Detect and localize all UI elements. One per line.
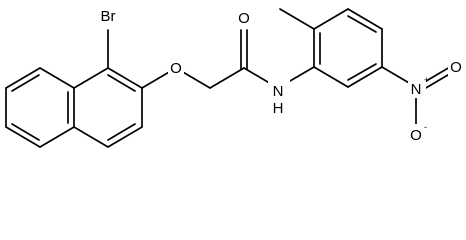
bond-naph-inner-2	[11, 123, 40, 141]
bond-naph-inner-5	[107, 123, 136, 141]
bond-naph-8	[107, 67, 143, 89]
bond-naph-inner-1	[11, 74, 40, 92]
bond-benz-6	[313, 66, 349, 88]
atom-o-ether-bg	[168, 57, 184, 77]
atom-o-ether: O	[170, 60, 182, 77]
atom-o-carbonyl-bg	[236, 8, 252, 28]
bond-naph-1	[5, 67, 41, 89]
atom-o-nitro-top: O	[450, 59, 462, 76]
atom-o-nitro-bottom: O	[410, 127, 422, 144]
bond-benz-5	[347, 66, 383, 88]
bond-naph-7	[73, 67, 109, 89]
atom-n-nitro-bg	[408, 78, 426, 98]
bond-naph-6	[39, 67, 75, 89]
bond-naph-4	[39, 126, 75, 148]
bond-naph-10	[107, 126, 143, 148]
atom-labels: Br O O N H N + O O -	[96, 6, 464, 144]
atom-o-nitro-top-bg	[448, 56, 464, 76]
atom-o-nitro-bottom-bg	[408, 124, 426, 144]
atom-h-amide: H	[273, 100, 284, 117]
charge-plus: +	[424, 75, 429, 85]
atom-n-amide: N	[273, 83, 284, 100]
bond-benz-inner-3	[347, 63, 377, 81]
bond-benz-2	[313, 8, 349, 30]
chemical-structure: Br O O N H N + O O -	[5, 6, 464, 148]
atom-o-carbonyl: O	[238, 10, 250, 27]
atom-br-bg	[96, 6, 122, 26]
bond-naph-3	[5, 126, 41, 148]
bond-naph-inner-4	[107, 74, 136, 92]
bond-methyl	[279, 8, 315, 30]
bond-ch2-co	[209, 67, 245, 89]
bond-benz-3	[347, 8, 383, 30]
charge-minus: -	[424, 122, 427, 132]
bond-benz-inner-2	[347, 15, 377, 33]
bond-naph-11	[73, 126, 109, 148]
bonds	[5, 8, 454, 148]
atom-n-nitro: N	[411, 81, 422, 98]
atom-h-bg	[270, 98, 288, 102]
atom-nh-bg	[268, 80, 290, 102]
atom-br: Br	[101, 8, 116, 25]
